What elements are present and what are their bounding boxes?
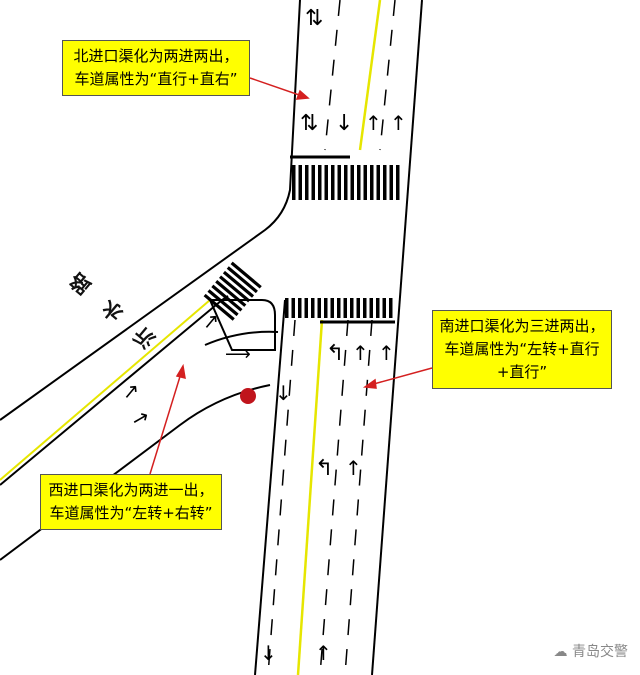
south-crosswalk <box>285 298 393 318</box>
watermark: ☁ 青岛交警 <box>554 641 628 661</box>
lane-line <box>319 319 349 675</box>
arrow-mark: ↑ <box>390 111 407 135</box>
watermark-icon: ☁ <box>553 644 572 660</box>
arrow-mark: ⇅ <box>305 6 323 31</box>
crosswalk-stripe <box>207 289 239 317</box>
crosswalk-stripe <box>317 298 321 318</box>
main-road-right-edge <box>371 0 423 675</box>
arrow-mark: ↑ <box>378 341 395 365</box>
crosswalk-stripe <box>311 298 315 318</box>
crosswalk-stripe <box>350 298 354 318</box>
crosswalk-stripe <box>324 298 328 318</box>
island-edge <box>208 299 276 351</box>
crosswalk-stripe <box>344 165 348 200</box>
arrow-mark: ↓ <box>260 641 277 665</box>
crosswalk-stripe <box>226 266 258 294</box>
crosswalk-stripe <box>357 165 361 200</box>
north-approach-label: 北进口渠化为两进两出，车道属性为“直行+直右” <box>62 40 250 96</box>
lane-line <box>267 319 296 675</box>
arrow-mark: ↑ <box>352 341 369 365</box>
crosswalk-stripe <box>298 165 302 200</box>
crosswalk-stripe <box>363 165 367 200</box>
crosswalk-stripe <box>285 298 289 318</box>
crosswalk-stripe <box>291 298 295 318</box>
crosswalk-stripe <box>370 165 374 200</box>
crosswalk-stripe <box>222 270 255 298</box>
arrow-mark: ⇅ <box>300 111 318 136</box>
crosswalk-stripe <box>383 165 387 200</box>
arrow-mark: ↑ <box>345 456 362 480</box>
watermark-text: 青岛交警 <box>572 644 628 660</box>
south-approach-label: 南进口渠化为三进两出，车道属性为“左转+直行+直行” <box>432 310 612 389</box>
north-center-line <box>358 0 382 151</box>
west-approach-label: 西进口渠化为两进一出，车道属性为“左转+右转” <box>40 474 222 530</box>
crosswalk-stripe <box>363 298 367 318</box>
lane-arrows: ⇅ ⇅ ↓ ↑ ↑ ↰ ↑ ↑ ↓ ↰ ↑ ↓ ↑ ↑ ↑ ↑ ⟶ <box>117 6 407 665</box>
crosswalk-stripe <box>219 275 251 303</box>
crosswalk-stripe <box>331 165 335 200</box>
arrow-mark: ↑ <box>197 307 225 336</box>
crosswalk-stripe <box>343 298 347 318</box>
crosswalk-stripe <box>356 298 360 318</box>
west-center-line <box>0 299 211 481</box>
west-curve-edge <box>0 384 271 561</box>
crosswalk-stripe <box>376 165 380 200</box>
arrow-mark: ↓ <box>275 381 292 405</box>
west-approach-divider <box>204 330 279 346</box>
arrow-mark: ↓ <box>335 111 353 136</box>
north-crosswalk <box>292 165 400 200</box>
crosswalk-stripe <box>304 298 308 318</box>
arrow-mark: ⟶ <box>225 344 251 365</box>
crosswalk-stripe <box>376 298 380 318</box>
crosswalk-stripe <box>211 284 243 312</box>
crosswalk-stripe <box>389 298 393 318</box>
no-entry-sign <box>240 388 256 404</box>
south-road-left-edge <box>254 299 286 675</box>
lane-line <box>379 0 396 151</box>
crosswalk-stripe <box>350 165 354 200</box>
crosswalk-stripe <box>396 165 400 200</box>
arrow-mark: ↰ <box>326 341 344 366</box>
west-crosswalk <box>203 261 262 321</box>
crosswalk-stripe <box>337 298 341 318</box>
crosswalk-stripe <box>215 280 247 307</box>
crosswalk-stripe <box>292 165 296 200</box>
arrow-mark: ↑ <box>126 406 155 433</box>
crosswalk-stripe <box>389 165 393 200</box>
crosswalk-stripe <box>305 165 309 200</box>
crosswalk-stripe <box>298 298 302 318</box>
south-center-line <box>296 319 324 675</box>
callout-arrows <box>149 77 433 475</box>
crosswalk-stripe <box>203 293 235 321</box>
crosswalk-stripe <box>330 298 334 318</box>
lane-line <box>344 319 373 675</box>
crosswalk-stripe <box>382 298 386 318</box>
crosswalk-stripe <box>324 165 328 200</box>
crosswalk-stripe <box>230 261 262 289</box>
arrow-mark: ↑ <box>117 377 145 406</box>
north-road-left-edge <box>0 0 301 421</box>
crosswalk-stripe <box>369 298 373 318</box>
crosswalk-stripe <box>311 165 315 200</box>
crosswalk-stripe <box>337 165 341 200</box>
arrow-mark: ↑ <box>315 641 332 665</box>
lane-line <box>324 0 341 151</box>
arrow-mark: ↰ <box>315 456 333 481</box>
arrow-mark: ↑ <box>365 111 382 135</box>
crosswalk-stripe <box>318 165 322 200</box>
